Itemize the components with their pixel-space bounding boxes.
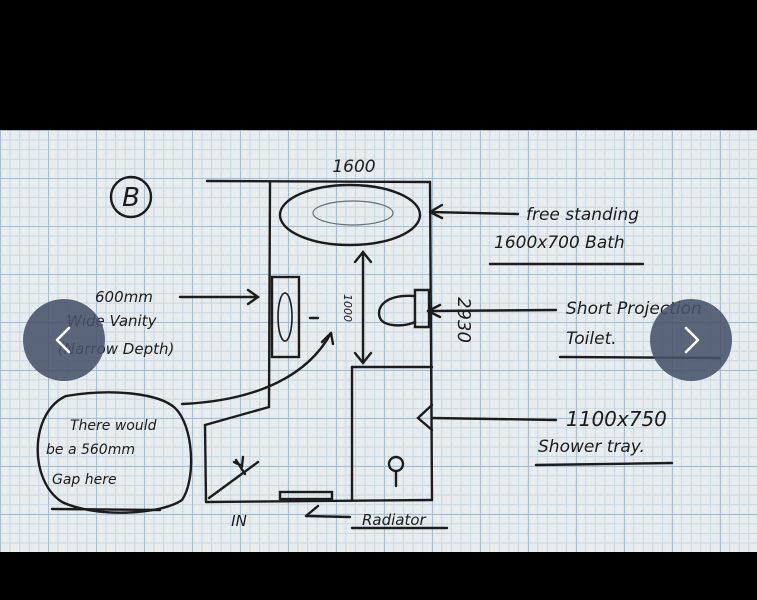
gap-note-line3: Gap here bbox=[52, 472, 117, 488]
chevron-left-icon bbox=[55, 326, 71, 354]
gap-dimension: 1000 bbox=[341, 294, 354, 322]
radiator-note: Radiator bbox=[362, 511, 427, 529]
next-image-button[interactable] bbox=[650, 299, 732, 381]
gap-note-line1: There would bbox=[70, 418, 157, 434]
shower-note-line1: 1100x750 bbox=[566, 407, 667, 431]
door-label: IN bbox=[231, 512, 247, 530]
plan-label: B bbox=[122, 183, 140, 213]
floor-plan-sketch: B 1600 1000 2930 IN free standing 1600x7… bbox=[36, 157, 722, 530]
bath-note-line2: 1600x700 Bath bbox=[494, 233, 625, 253]
bath-note-line1: free standing bbox=[526, 205, 639, 225]
width-dimension: 1600 bbox=[332, 157, 375, 177]
shower-note-line2: Shower tray. bbox=[538, 437, 645, 457]
gap-note-line2: be a 560mm bbox=[46, 442, 135, 458]
toilet-note-line2: Toilet. bbox=[566, 329, 617, 349]
floor-plan-photo: B 1600 1000 2930 IN free standing 1600x7… bbox=[0, 130, 757, 552]
previous-image-button[interactable] bbox=[23, 299, 105, 381]
vanity-note-line1: 600mm bbox=[95, 288, 153, 306]
depth-dimension: 2930 bbox=[453, 297, 474, 343]
chevron-right-icon bbox=[684, 326, 700, 354]
